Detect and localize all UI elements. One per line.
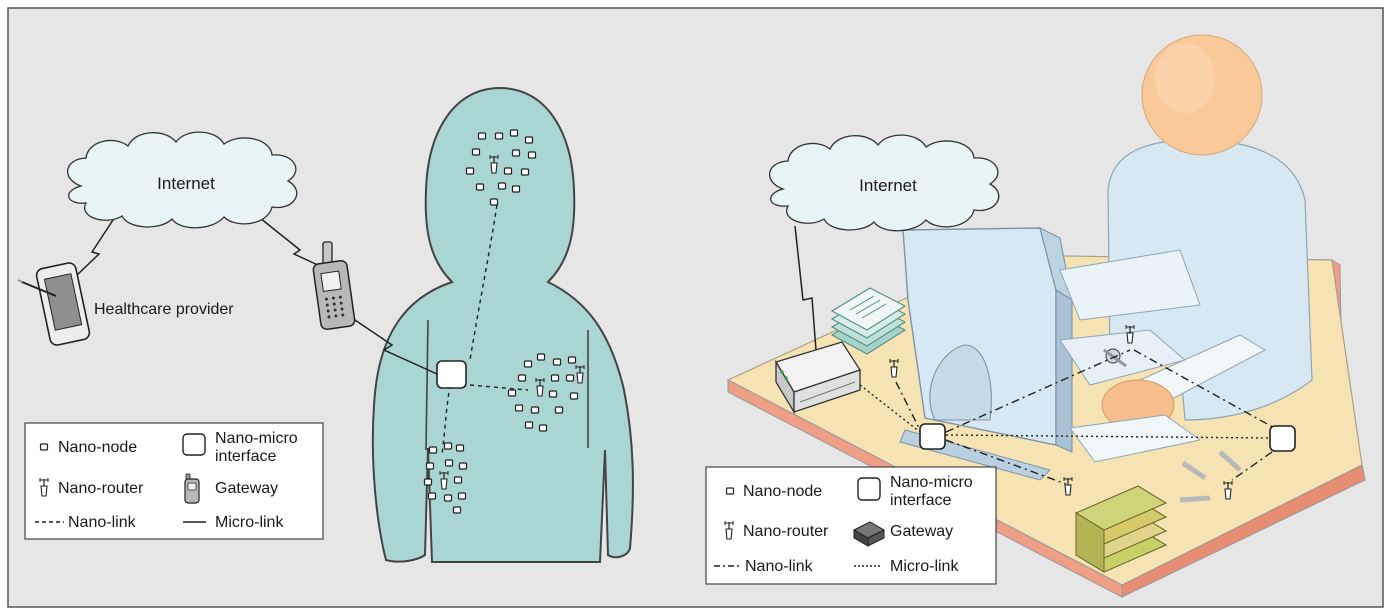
- router-box-gateway: [775, 341, 861, 415]
- right-legend: Nano-node Nano-micro interface Nano-rout…: [705, 466, 997, 585]
- desk-front-right: [1121, 464, 1366, 598]
- left-legend-micro-link: Micro-link: [215, 514, 284, 531]
- monitor: [899, 226, 1073, 481]
- right-links: [859, 349, 1279, 485]
- right-legend-nano-node: Nano-node: [743, 483, 822, 500]
- tablet-icon: [17, 262, 91, 346]
- desk-interface-node-1: [919, 423, 946, 450]
- right-legend-gateway-icon: [852, 521, 886, 547]
- left-micro-links: [75, 217, 438, 375]
- body-nano-links: [441, 204, 529, 456]
- paper-stack: [830, 287, 907, 355]
- left-legend-nano-node: Nano-node: [58, 439, 137, 456]
- left-legend-gateway: Gateway: [215, 480, 278, 497]
- right-legend-interface-2: interface: [890, 492, 951, 509]
- left-legend: Nano-node Nano-micro interface Nano-rout…: [24, 422, 324, 540]
- body-silhouette: [371, 86, 634, 563]
- right-legend-interface-1: Nano-micro: [890, 474, 973, 491]
- person-arm: [1059, 249, 1201, 321]
- right-legend-nano-link: Nano-link: [745, 558, 814, 575]
- left-cloud-label: Internet: [157, 174, 215, 193]
- right-legend-nano-router: Nano-router: [743, 523, 829, 540]
- board-stack: [1074, 485, 1168, 573]
- right-legend-gateway: Gateway: [890, 523, 953, 540]
- right-panel: Internet: [705, 34, 1366, 598]
- right-legend-micro-link: Micro-link: [890, 558, 959, 575]
- desk-interface-node-2: [1269, 425, 1296, 452]
- pens-and-key: [1103, 348, 1242, 503]
- chest-interface-node: [436, 360, 467, 389]
- left-legend-nano-link: Nano-link: [68, 514, 137, 531]
- right-cloud-label: Internet: [859, 176, 917, 195]
- left-legend-interface-2: interface: [215, 448, 276, 465]
- legend-phone-icon: [184, 473, 200, 504]
- left-panel: Internet Healthcare provider Nano-: [17, 86, 634, 563]
- left-legend-interface-1: Nano-micro: [215, 430, 298, 447]
- left-legend-nano-router: Nano-router: [58, 480, 144, 497]
- healthcare-provider-label: Healthcare provider: [94, 301, 234, 318]
- phone-gateway-icon: [312, 241, 356, 331]
